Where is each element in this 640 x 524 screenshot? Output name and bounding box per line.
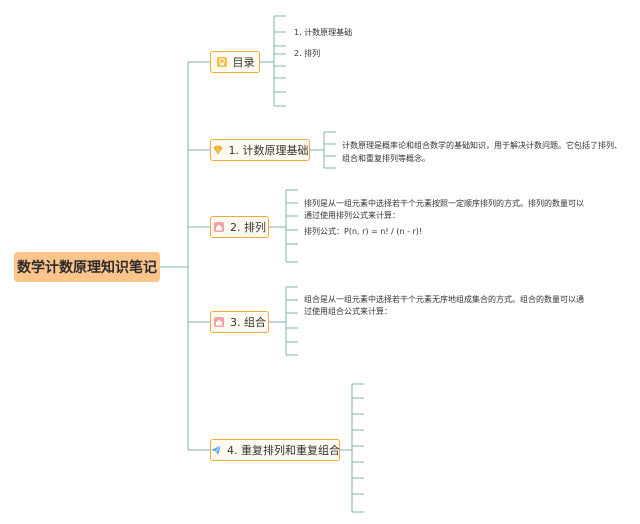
branch-basics[interactable]: 1. 计数原理基础 [210,139,310,161]
basics-note-line: 组合和重复排列等概念。 [342,154,430,163]
basics-note-line: 计数原理是概率论和组合数学的基础知识，用于解决计数问题。它包括了排列、 [342,141,622,150]
award-badge-icon [216,56,228,68]
toc-item[interactable]: 1. 计数原理基础 [294,28,353,37]
branch-label: 3. 组合 [230,316,266,329]
permutation-formula: 排列公式：P(n, r) = n! / (n - r)! [304,227,423,236]
house-icon [213,316,225,328]
root-topic[interactable]: 数学计数原理知识笔记 [14,252,160,282]
permutation-note-line: 通过使用排列公式来计算： [304,211,400,220]
toc-item[interactable]: 2. 排列 [294,49,321,58]
branch-label: 4. 重复排列和重复组合 [227,444,340,457]
branch-permutation[interactable]: 2. 排列 [210,216,269,238]
branch-label: 1. 计数原理基础 [228,144,309,157]
branch-label: 目录 [232,56,255,69]
branch-repetition[interactable]: 4. 重复排列和重复组合 [210,439,340,461]
combination-note-line: 组合是从一组元素中选择若干个元素无序地组成集合的方式。组合的数量可以通 [304,295,584,304]
house-icon [213,221,225,233]
branch-toc[interactable]: 目录 [210,51,260,73]
root-title: 数学计数原理知识笔记 [17,260,157,276]
branch-combination[interactable]: 3. 组合 [210,311,269,333]
branch-label: 2. 排列 [230,221,266,234]
combination-note-line: 过使用组合公式来计算： [304,307,392,316]
paper-plane-icon [210,444,222,456]
diamond-gem-icon [212,144,224,156]
permutation-note-line: 排列是从一组元素中选择若干个元素按照一定顺序排列的方式。排列的数量可以 [304,199,584,208]
